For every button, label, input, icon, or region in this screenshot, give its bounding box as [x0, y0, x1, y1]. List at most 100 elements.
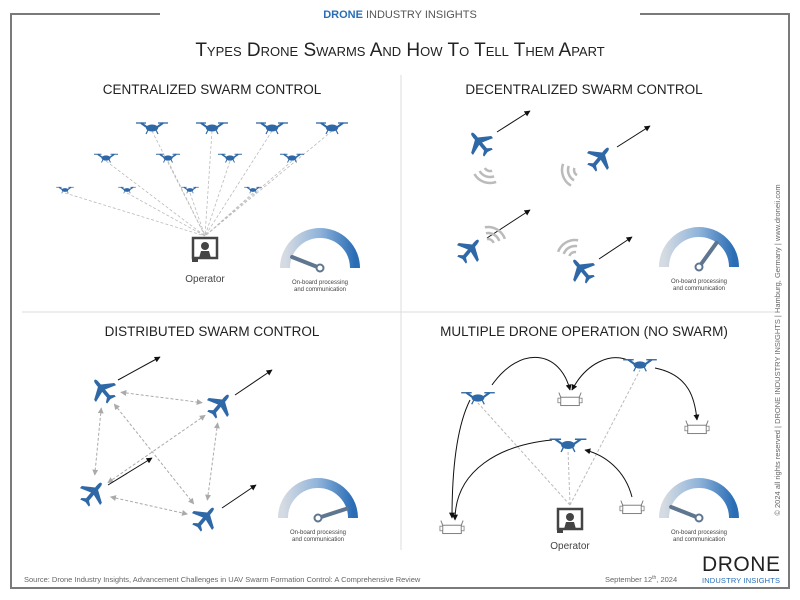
- control-link: [64, 192, 206, 237]
- source-text: Source: Drone Industry Insights, Advance…: [24, 575, 421, 584]
- gauge-label: and communication: [673, 286, 725, 292]
- direction-arrow: [598, 236, 633, 260]
- signal-wave-icon: [486, 237, 495, 244]
- gauge-arc: [659, 227, 739, 268]
- quadcopter-icon: [243, 186, 263, 194]
- remote-controller-icon: [439, 520, 465, 535]
- signal-wave-icon: [566, 165, 575, 182]
- page-title: Types Drone Swarms And How To Tell Them …: [195, 40, 604, 61]
- header-brand: DRONE INDUSTRY INSIGHTS: [323, 9, 477, 21]
- control-link: [477, 402, 571, 506]
- side-copyright-text: © 2024 all rights reserved | DRONE INDUS…: [773, 184, 782, 515]
- control-link: [204, 130, 333, 237]
- direction-arrow: [496, 110, 531, 133]
- quadcopter-icon: [460, 391, 496, 406]
- gauge-arc: [280, 228, 360, 269]
- gauges: [278, 227, 739, 523]
- direction-arrow: [107, 457, 153, 486]
- control-link: [126, 192, 206, 237]
- fixed-wing-drone-icon: [581, 139, 619, 177]
- fixed-wing-drone-icon: [461, 124, 499, 162]
- control-link: [204, 192, 254, 237]
- remote-controller-icon: [557, 392, 583, 407]
- signal-wave-icon: [560, 163, 572, 187]
- communication-link: [205, 422, 220, 501]
- gauge-label: On-board processing: [671, 279, 727, 285]
- fixed-wing-drone-icon: [201, 386, 239, 424]
- fixed-wing-drone-icon: [563, 251, 601, 289]
- operator-icon: [555, 507, 584, 535]
- control-link: [204, 130, 273, 237]
- direction-arrow: [616, 125, 651, 148]
- gauge-needle: [669, 504, 701, 520]
- fixed-wing-drone-icon: [74, 474, 112, 512]
- panel-title-centralized: CENTRALIZED SWARM CONTROL: [103, 82, 322, 97]
- control-link: [567, 449, 571, 506]
- gauge-pivot: [694, 513, 704, 523]
- signal-wave-icon: [572, 167, 578, 177]
- fixed-wing-drone-icon: [451, 231, 489, 269]
- gauge-label: On-board processing: [292, 280, 348, 286]
- communication-link: [120, 390, 203, 405]
- signal-wave-icon: [562, 244, 578, 255]
- direction-arrow: [234, 369, 273, 396]
- gauge-label: On-board processing: [671, 530, 727, 536]
- logo-drone: DRONE: [702, 553, 780, 576]
- panel-title-distributed: DISTRIBUTED SWARM CONTROL: [105, 324, 320, 339]
- gauge-pivot: [313, 513, 323, 523]
- gauge-label: On-board processing: [290, 530, 346, 536]
- gauge-needle: [316, 506, 349, 520]
- gauge-label: and communication: [292, 537, 344, 543]
- panel-title-decentralized: DECENTRALIZED SWARM CONTROL: [465, 82, 703, 97]
- control-arrow: [449, 399, 471, 519]
- remote-controller-icon: [619, 500, 645, 515]
- gauge-arc: [278, 478, 358, 519]
- control-link: [189, 192, 206, 237]
- signal-wave-icon: [485, 231, 501, 242]
- quadcopter-icon: [255, 122, 289, 135]
- signal-wave-icon: [556, 238, 579, 253]
- control-link: [105, 160, 206, 237]
- direction-arrow: [221, 484, 257, 509]
- signal-wave-icon: [473, 173, 497, 185]
- control-arrow: [654, 367, 700, 421]
- gauge-label: and communication: [673, 537, 725, 543]
- control-arrow: [452, 439, 553, 521]
- gauge-needle: [290, 254, 322, 270]
- control-link: [569, 369, 641, 506]
- date-text: September 12th, 2024: [605, 575, 677, 584]
- distributed-diagram: [74, 356, 273, 537]
- control-link: [204, 130, 213, 237]
- gauge-pivot: [694, 262, 704, 272]
- quadcopter-icon: [55, 186, 75, 194]
- direction-arrow: [117, 356, 161, 381]
- communication-link: [109, 495, 189, 516]
- panel-title-multiple: MULTIPLE DRONE OPERATION (NO SWARM): [440, 324, 728, 339]
- communication-link: [92, 407, 104, 476]
- control-arrow: [584, 448, 633, 498]
- fixed-wing-drone-icon: [84, 371, 122, 409]
- quadcopter-icon: [622, 358, 658, 373]
- frame-border: [10, 13, 790, 589]
- centralized-diagram: [55, 122, 349, 237]
- control-link: [167, 160, 206, 237]
- operator-label: Operator: [550, 541, 590, 552]
- quadcopter-icon: [117, 186, 137, 194]
- control-arrow: [491, 357, 572, 391]
- control-link: [204, 160, 231, 237]
- quadcopter-icon: [135, 122, 169, 135]
- communication-link: [113, 403, 195, 505]
- decentralized-diagram: [451, 110, 651, 289]
- operator-icon: [190, 236, 219, 264]
- gauge-pivot: [315, 263, 325, 273]
- signal-wave-icon: [484, 225, 507, 240]
- multiple-diagram: [439, 357, 710, 535]
- operator-label: Operator: [185, 274, 225, 285]
- fixed-wing-drone-icon: [186, 499, 224, 537]
- gauge-label: and communication: [294, 287, 346, 293]
- gauge-arc: [659, 478, 739, 519]
- logo-industry-insights: INDUSTRY INSIGHTS: [702, 576, 780, 585]
- communication-link: [107, 414, 206, 484]
- signal-wave-icon: [483, 167, 493, 173]
